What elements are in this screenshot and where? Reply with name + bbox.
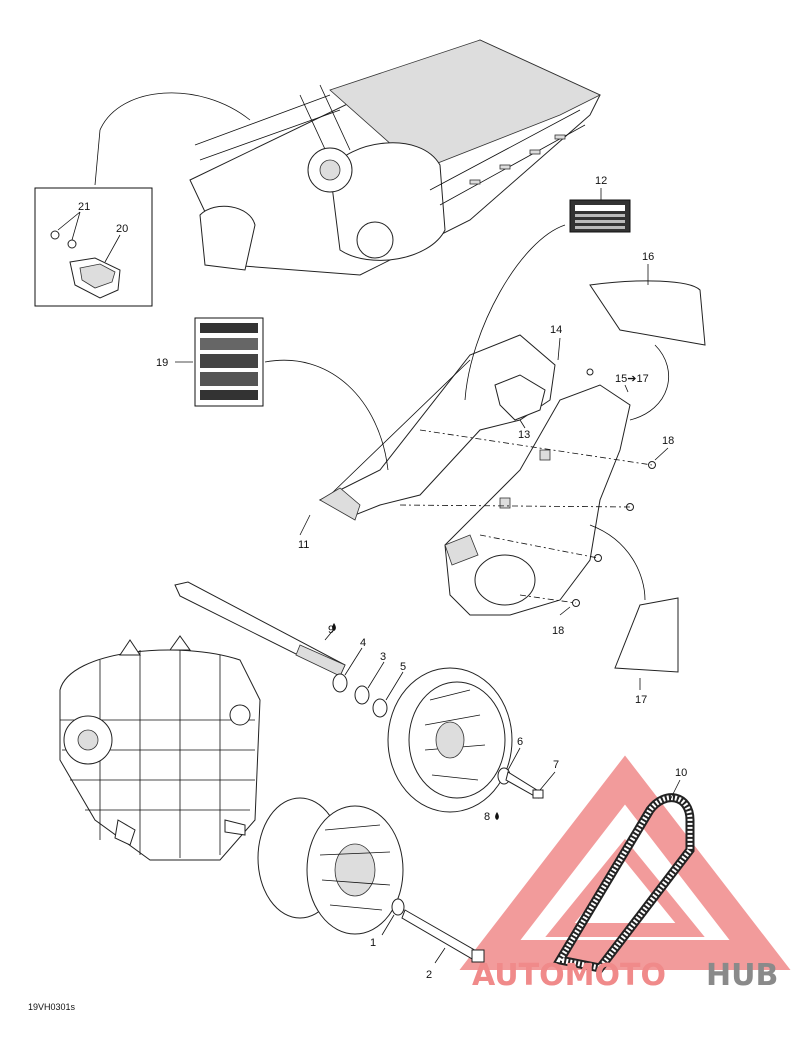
inset-box: 21 20 bbox=[34, 187, 153, 307]
drive-belt-10: 10 bbox=[552, 767, 695, 973]
decal-19: 19 bbox=[156, 317, 264, 407]
washer-3: 3 bbox=[354, 651, 386, 705]
engine-illustration bbox=[59, 635, 261, 861]
chassis-illustration bbox=[189, 39, 601, 276]
outer-belt-guard: 15➔17 bbox=[444, 373, 649, 616]
callout-5: 5 bbox=[400, 661, 406, 673]
drive-pulley bbox=[387, 667, 513, 813]
leader-16 bbox=[629, 344, 670, 421]
watermark-part1: AUTOMOTO bbox=[472, 958, 666, 993]
decal-17: 17 bbox=[614, 597, 679, 706]
callout-1: 1 bbox=[370, 937, 376, 949]
leader-12 bbox=[464, 224, 566, 401]
callout-15-17: 15➔17 bbox=[615, 373, 649, 385]
washer-5: 5 bbox=[372, 661, 406, 718]
callout-20: 20 bbox=[116, 223, 128, 235]
callout-12: 12 bbox=[595, 175, 607, 187]
driven-pulley bbox=[257, 797, 404, 935]
leader-chassis-to-inset bbox=[94, 92, 251, 186]
watermark-part2: HUB bbox=[706, 958, 778, 993]
alignment-lines bbox=[399, 429, 653, 604]
decal-12: 12 bbox=[569, 175, 631, 233]
callout-6: 6 bbox=[517, 736, 523, 748]
nut-18-lower: 18 bbox=[552, 554, 602, 637]
callout-8: 8 bbox=[484, 811, 490, 823]
bracket-13: 13 bbox=[494, 374, 546, 441]
leader-19 bbox=[264, 360, 389, 471]
callout-4: 4 bbox=[360, 637, 366, 649]
loctite-8: 8 bbox=[484, 811, 499, 823]
callout-17: 17 bbox=[635, 694, 647, 706]
drawing-code: 19VH0301s bbox=[28, 1002, 76, 1012]
bolt-2: 2 bbox=[401, 909, 485, 981]
callout-21: 21 bbox=[78, 201, 90, 213]
bolt-7: 7 bbox=[505, 759, 559, 799]
callout-11: 11 bbox=[298, 539, 309, 551]
leader-17 bbox=[589, 524, 646, 601]
watermark-text: AUTOMOTO HUB bbox=[472, 958, 778, 993]
callout-2: 2 bbox=[426, 969, 432, 981]
callout-7: 7 bbox=[553, 759, 559, 771]
chassis-slots bbox=[469, 134, 566, 185]
screw-14: 14 bbox=[550, 324, 594, 376]
callout-10: 10 bbox=[675, 767, 687, 779]
washer-4: 4 bbox=[332, 637, 366, 693]
callout-14: 14 bbox=[550, 324, 562, 336]
callout-13: 13 bbox=[518, 429, 530, 441]
washer-1: 1 bbox=[370, 898, 405, 949]
callout-18-lower: 18 bbox=[552, 625, 564, 637]
callout-3: 3 bbox=[380, 651, 386, 663]
callout-16: 16 bbox=[642, 251, 654, 263]
callout-19: 19 bbox=[156, 357, 168, 369]
decal-16: 16 bbox=[589, 251, 706, 346]
loctite-9-icon bbox=[332, 623, 336, 631]
nut-18-upper: 18 bbox=[626, 435, 674, 511]
callout-18-upper: 18 bbox=[662, 435, 674, 447]
callout-9: 9 bbox=[328, 624, 334, 636]
